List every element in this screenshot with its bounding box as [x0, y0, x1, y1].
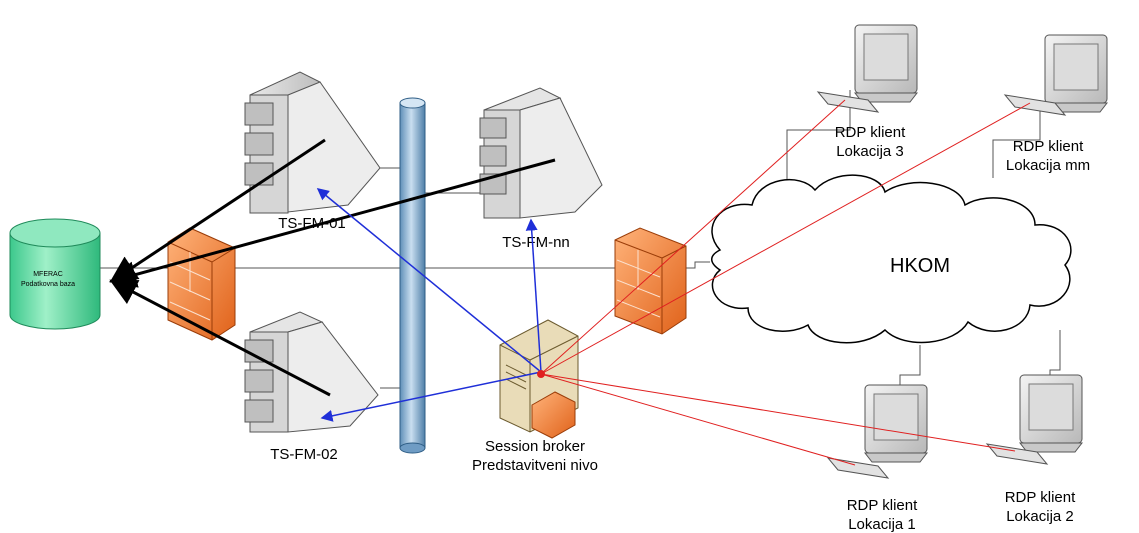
client3-label-line2: Lokacija 3: [836, 143, 904, 160]
server-ts-fm-nn: TS-FM-nn: [479, 87, 603, 251]
red-link-client1: [540, 373, 856, 466]
red-link-client2: [540, 373, 1016, 452]
network-bus: [399, 97, 426, 454]
server-ts-fm-01: TS-FM-01: [244, 71, 381, 232]
client2-label-line2: Lokacija 2: [1006, 508, 1074, 525]
database-label-line1: MFERAC: [33, 271, 63, 278]
database: MFERAC Podatkovna baza: [9, 218, 101, 330]
server-ts-fm-02: TS-FM-02: [244, 311, 379, 463]
session-broker: Session broker Predstavitveni nivo: [472, 319, 598, 474]
database-access-lines: [109, 138, 556, 397]
red-link-client3: [540, 99, 846, 375]
client-lokacija-3: RDP klient Lokacija 3: [816, 24, 919, 160]
db-line-ts02: [109, 279, 331, 397]
server-ts-fm-nn-label: TS-FM-nn: [502, 234, 570, 251]
clientmm-label-line2: Lokacija mm: [1006, 157, 1090, 174]
red-link-clientmm: [540, 102, 1031, 375]
firewall-left: [167, 227, 236, 341]
clientmm-link: [992, 100, 1041, 178]
client1-label-line1: RDP klient: [847, 497, 918, 514]
server-ts-fm-02-label: TS-FM-02: [270, 446, 338, 463]
clientmm-label-line1: RDP klient: [1013, 138, 1084, 155]
database-label-line2: Podatkovna baza: [21, 281, 75, 288]
cloud-label: HKOM: [890, 255, 950, 277]
client-lokacija-2: RDP klient Lokacija 2: [985, 374, 1084, 525]
client2-label-line1: RDP klient: [1005, 489, 1076, 506]
server-ts-fm-01-label: TS-FM-01: [278, 215, 346, 232]
client3-label-line1: RDP klient: [835, 124, 906, 141]
broker-label-line2: Predstavitveni nivo: [472, 457, 598, 474]
db-line-tsnn: [109, 158, 556, 288]
broker-hub-dot: [537, 370, 545, 378]
broker-label-line1: Session broker: [485, 438, 585, 455]
client1-label-line2: Lokacija 1: [848, 516, 916, 533]
hkom-cloud: HKOM: [711, 174, 1072, 344]
client-lokacija-mm: RDP klient Lokacija mm: [1003, 34, 1109, 174]
client3-link: [786, 90, 851, 180]
broker-to-ts01: [316, 188, 542, 373]
broker-to-tsnn: [525, 218, 542, 373]
firewall-right: [614, 227, 687, 335]
firewall-cloud-link: [686, 261, 710, 269]
db-line-ts01: [109, 138, 326, 283]
broker-redirect-links: [316, 188, 542, 422]
broker-to-ts02: [320, 371, 542, 422]
client-session-links: [537, 99, 1031, 466]
client-lokacija-1: RDP klient Lokacija 1: [826, 384, 929, 533]
